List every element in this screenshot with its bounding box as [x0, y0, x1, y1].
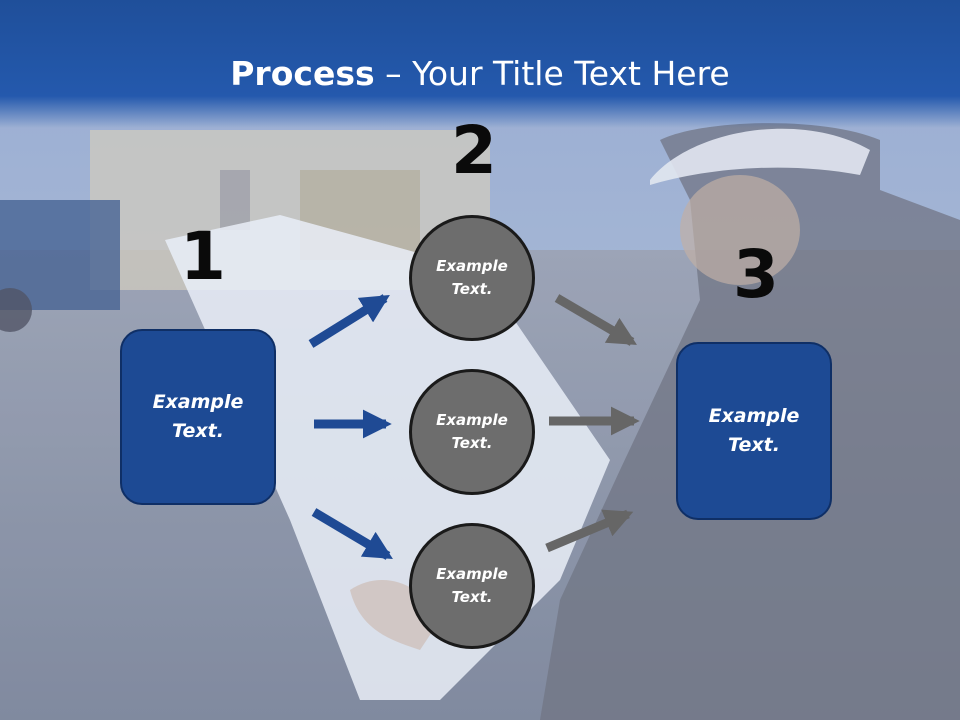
slide-title: Process – Your Title Text Here	[0, 54, 960, 93]
circle-bottom: Example Text.	[409, 523, 535, 649]
title-rest: – Your Title Text Here	[374, 54, 730, 93]
circle-middle-label: Example Text.	[436, 411, 508, 452]
circle-top: Example Text.	[409, 215, 535, 341]
step-number-1: 1	[180, 218, 226, 295]
circle-middle: Example Text.	[409, 369, 535, 495]
circle-bottom-label: Example Text.	[436, 565, 508, 606]
left-box: Example Text.	[120, 329, 276, 505]
arrow-down-right-blue	[311, 508, 393, 560]
right-box: Example Text.	[676, 342, 832, 520]
circle-top-label: Example Text.	[436, 257, 508, 298]
step-number-2: 2	[451, 112, 497, 189]
right-box-label: Example Text.	[708, 405, 800, 456]
arrow-up-right-blue	[308, 294, 390, 348]
arrow-up-right-gray	[545, 509, 634, 553]
title-bold: Process	[230, 54, 375, 93]
step-number-3: 3	[733, 236, 779, 313]
title-bar	[0, 0, 960, 128]
left-box-label: Example Text.	[152, 391, 244, 442]
arrow-down-right-gray	[554, 294, 637, 346]
